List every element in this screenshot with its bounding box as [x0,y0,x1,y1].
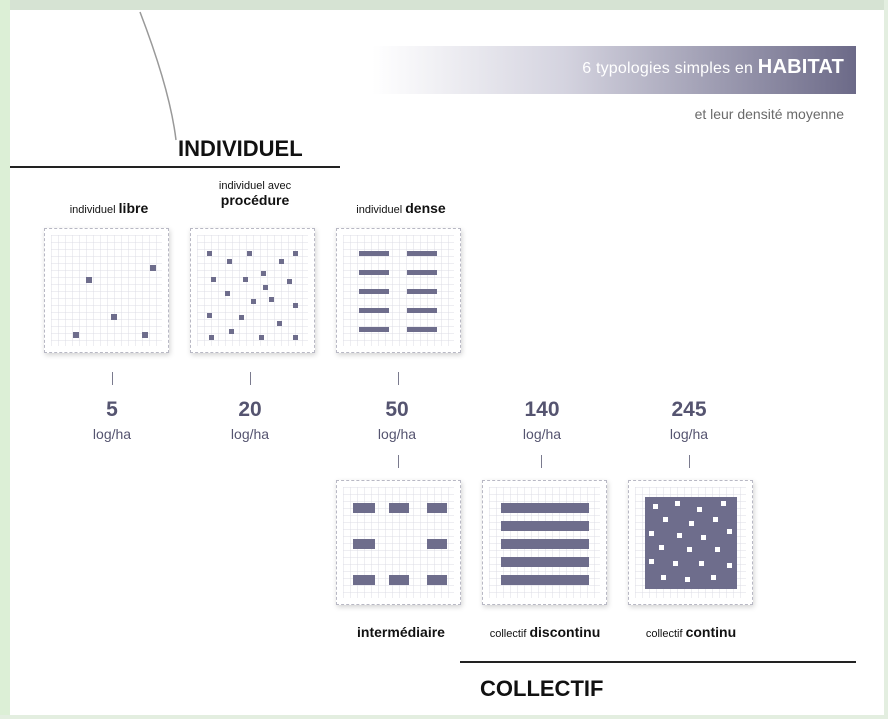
pattern-procedure [197,235,308,346]
frame-right [884,0,888,719]
label-emphasis: intermédiaire [357,624,445,640]
label-emphasis: procédure [220,192,290,208]
typology-label-continu: collectif continu [626,624,756,640]
connector-tick [250,372,251,385]
section-rule-individuel [10,166,340,168]
density-value: 245 [671,398,707,421]
density-value: 50 [385,398,409,421]
panel-individuel-dense [336,228,461,353]
decorative-arc [139,11,177,141]
frame-top [0,0,888,10]
connector-tick [689,455,690,468]
section-rule-collectif [460,661,856,663]
pattern-intermediaire [343,487,454,598]
pattern-libre [51,235,162,346]
panel-collectif-continu [628,480,753,605]
density-unit: log/ha [92,426,132,442]
panel-individuel-procedure [190,228,315,353]
frame-bottom [0,715,888,719]
typology-label-libre: individuel libre [44,200,174,216]
density-unit: log/ha [669,426,709,442]
title-banner [372,46,856,94]
page-title-prefix: 6 typologies simples en [582,60,754,77]
label-prefix: individuel avec [218,180,292,192]
panel-individuel-libre [44,228,169,353]
panel-collectif-discontinu [482,480,607,605]
connector-tick [398,372,399,385]
density-unit: log/ha [522,426,562,442]
panel-intermediaire [336,480,461,605]
label-prefix: individuel [356,204,403,216]
label-prefix: individuel [69,204,116,216]
connector-tick [541,455,542,468]
section-title-individuel: INDIVIDUEL [178,136,303,161]
typology-label-dense: individuel dense [336,200,466,216]
label-emphasis: dense [405,200,446,216]
label-emphasis: libre [118,200,149,216]
frame-left [0,0,10,719]
page-title: 6 typologies simples en HABITAT [582,56,844,79]
connector-tick [112,372,113,385]
density-value: 5 [106,398,118,421]
label-prefix: collectif [489,628,527,640]
label-emphasis: continu [685,624,737,640]
connector-tick [398,455,399,468]
pattern-discontinu [489,487,600,598]
page-subtitle: et leur densité moyenne [694,106,844,122]
density-unit: log/ha [230,426,270,442]
density-unit: log/ha [377,426,417,442]
typology-label-discontinu: collectif discontinu [472,624,618,640]
density-value: 140 [524,398,560,421]
pattern-continu [635,487,746,598]
typology-label-procedure: individuel avec procédure [190,180,320,208]
section-title-collectif: COLLECTIF [480,676,604,701]
label-emphasis: discontinu [529,624,601,640]
label-prefix: collectif [645,628,683,640]
pattern-dense [343,235,454,346]
density-value: 20 [238,398,262,421]
page-title-emphasis: HABITAT [757,56,844,78]
typology-label-intermediaire: intermédiaire [336,624,466,640]
